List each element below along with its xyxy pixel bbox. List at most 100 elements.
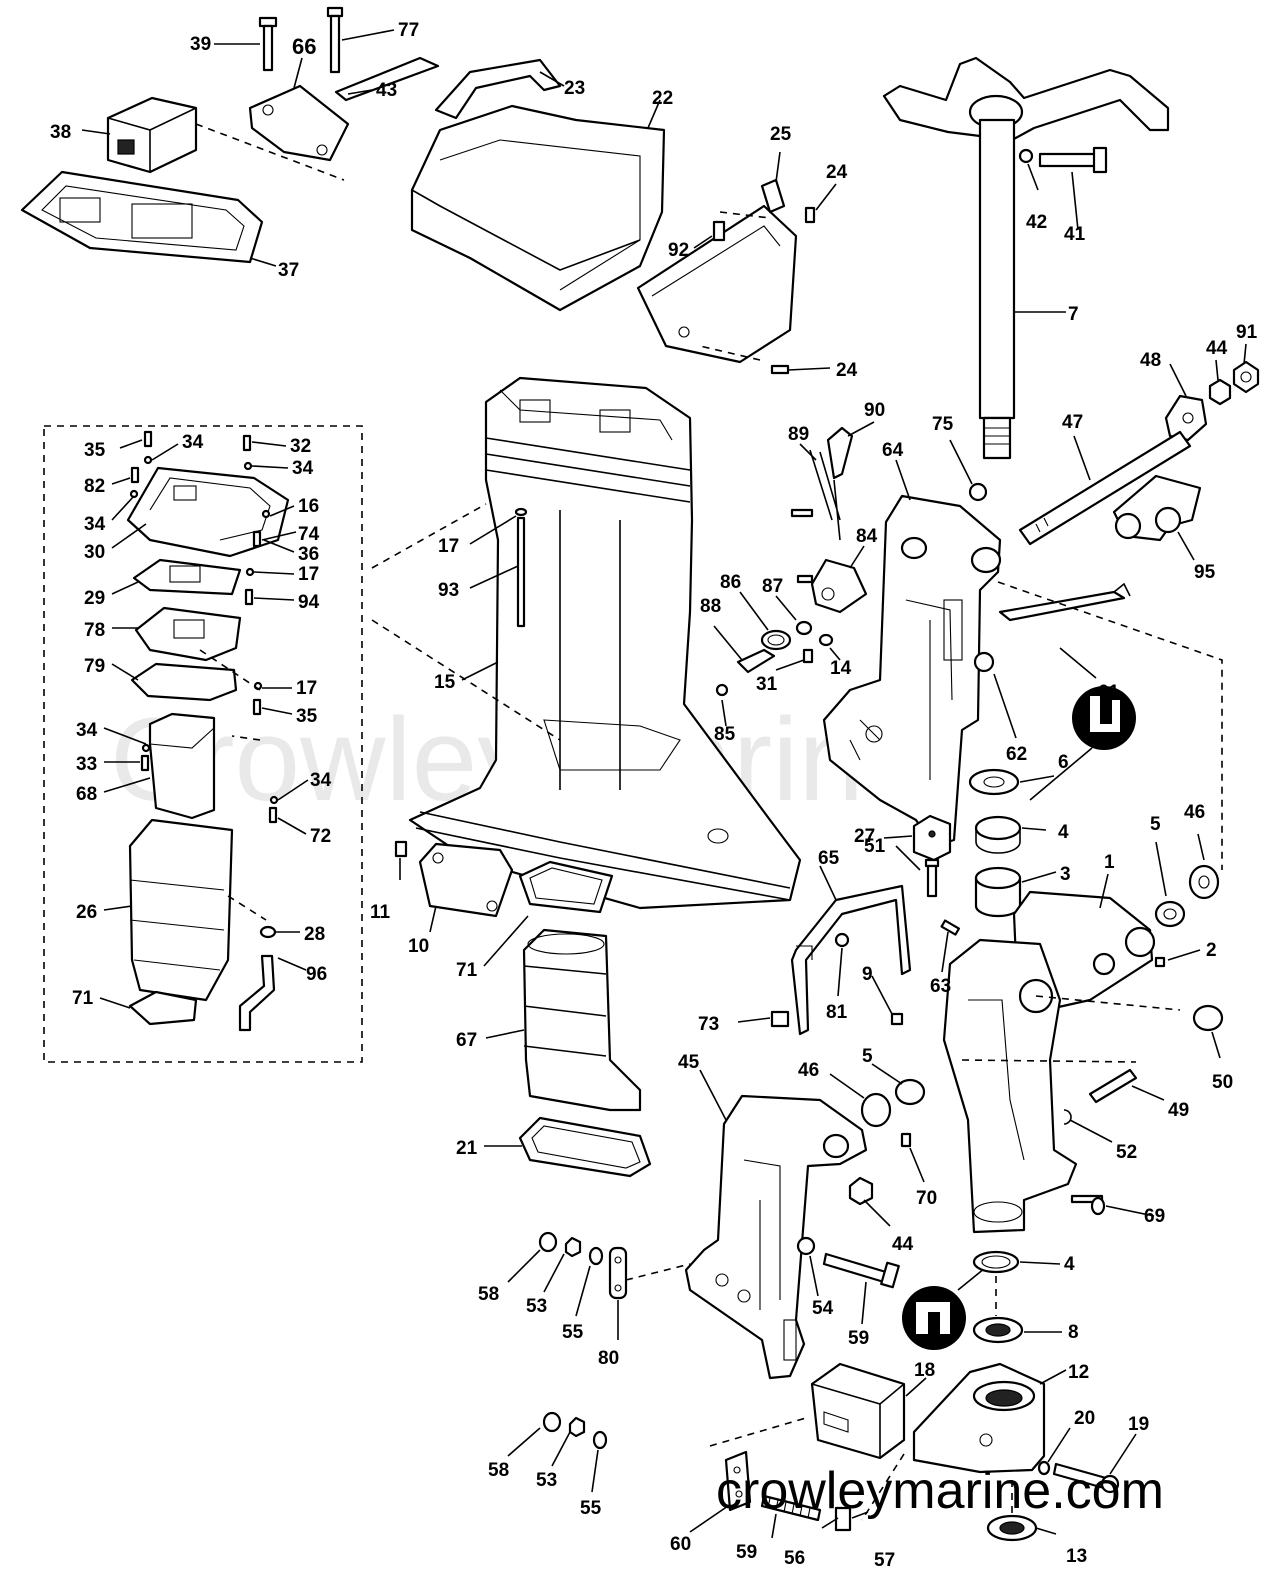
part-6-washer [968,768,1020,796]
part-13-nut [986,1514,1038,1542]
part-48-plate [1164,394,1208,442]
part-7-steering-arm [882,56,1170,460]
part-65-tilt-lever [790,884,912,1036]
label-26: 26 [76,902,97,923]
part-5-bushing-a [1154,900,1186,928]
label-10: 10 [408,936,429,957]
label-28: 28 [304,924,325,945]
part-10-cover [418,842,514,918]
label-87: 87 [762,576,783,597]
part-33-screw [140,754,150,772]
label-4-b: 4 [1064,1254,1075,1275]
label-68: 68 [76,784,97,805]
label-52: 52 [1116,1142,1137,1163]
part-24-screw-a [804,206,816,224]
label-14: 14 [830,658,852,679]
label-61: 61 [1098,682,1120,703]
part-22-cowling [410,104,666,312]
label-9: 9 [862,964,873,985]
part-72-screw [268,806,278,824]
dashed-leader [709,1417,905,1521]
part-37-gasket [20,170,264,264]
dashed-leader [195,123,345,181]
leader-lines [81,29,1247,1539]
label-34-c: 34 [84,514,106,535]
part-80-link [608,1246,628,1300]
label-49: 49 [1168,1100,1189,1121]
part-3-bushing [974,866,1022,918]
part-53-nut-a [564,1236,582,1258]
part-86-spring [760,629,792,651]
part-58-bushing-b [542,1411,562,1433]
part-24-screw-b [770,364,790,375]
label-84: 84 [856,526,878,547]
label-22: 22 [652,88,673,109]
label-1: 1 [1104,852,1115,873]
label-39: 39 [190,34,211,55]
dashed-leader [997,581,1223,870]
grease-symbol-icon-bottom [902,1286,966,1350]
label-42: 42 [1026,212,1047,233]
part-21-gasket [518,1116,652,1178]
label-4-a: 4 [1058,822,1069,843]
label-54: 54 [812,1298,834,1319]
label-86: 86 [720,572,741,593]
label-74: 74 [298,524,320,545]
part-31-screw [802,648,814,664]
label-13: 13 [1066,1546,1087,1567]
part-45-clamp-bracket [684,1094,868,1380]
dashed-leader [199,649,267,921]
label-55-a: 55 [562,1322,584,1343]
part-81-washer [834,932,850,948]
part-32-screw [242,434,252,452]
part-82-screw [130,466,140,484]
part-61-rod [998,582,1131,622]
label-71-a: 71 [72,988,94,1009]
label-38: 38 [50,122,71,143]
label-88: 88 [700,596,721,617]
part-67-extension [522,928,642,1112]
part-15-exhaust-housing [408,376,802,910]
label-34-b: 34 [292,458,314,479]
label-60: 60 [670,1534,691,1555]
part-26-tube [128,818,234,1002]
part-49-pin [1088,1068,1138,1104]
part-60-plate [724,1450,752,1512]
part-2-screw [1154,956,1166,968]
label-8: 8 [1068,1322,1079,1343]
part-50-bushing [1192,1004,1224,1032]
label-5-a: 5 [1150,814,1161,835]
label-77: 77 [398,20,419,41]
label-89: 89 [788,424,809,445]
label-67: 67 [456,1030,477,1051]
label-73: 73 [698,1014,719,1035]
screw-84 [796,574,814,584]
label-53-b: 53 [536,1470,557,1491]
part-46-washer-b [860,1092,892,1128]
label-6: 6 [1058,752,1069,773]
label-80: 80 [598,1348,619,1369]
part-41-bolt [1038,146,1108,174]
part-4-bushing-b [972,1250,1020,1274]
part-14-washer [818,633,834,647]
part-78-block [134,606,242,662]
label-19: 19 [1128,1414,1149,1435]
kit-dashed-box [43,425,363,1063]
dashed-leader [625,1263,691,1281]
dashed-leader [699,211,771,361]
part-70-nut [900,1132,912,1148]
label-24-b: 24 [836,360,858,381]
part-35-screw-a [143,430,153,448]
label-46-b: 46 [798,1060,819,1081]
part-93-stud [516,516,526,628]
label-23: 23 [564,78,585,99]
part-59-bolt-a [822,1252,900,1289]
part-79-gasket [130,662,238,702]
label-85: 85 [714,724,736,745]
part-number-labels: 39 77 66 43 23 22 38 37 25 24 92 24 42 4… [50,20,1258,1571]
part-35-screw-b [252,698,262,716]
label-37: 37 [278,260,299,281]
label-45: 45 [678,1052,700,1073]
part-30-adapter [126,466,290,558]
